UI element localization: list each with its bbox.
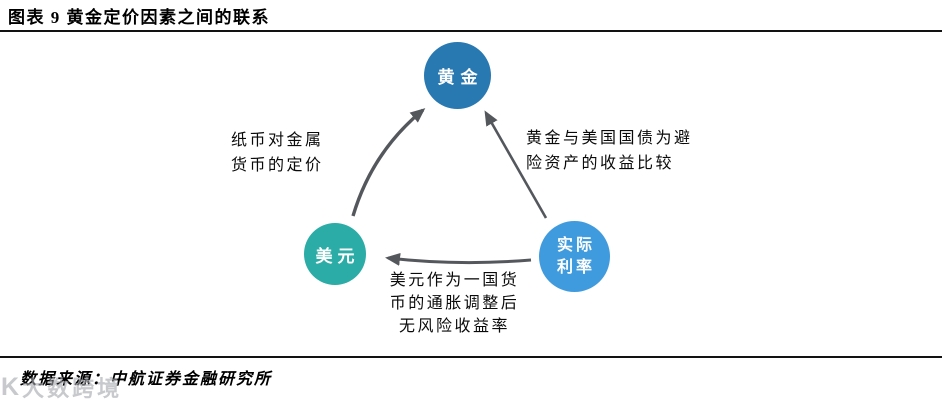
- edge-label-rate-to-usd-line2: 币的通胀调整后: [389, 295, 520, 312]
- node-gold-label: 黄金: [437, 68, 484, 87]
- node-usd-label: 美元: [315, 246, 360, 266]
- arrow-rate-to-gold: [484, 110, 548, 219]
- title-underline-rule: [0, 30, 942, 32]
- edge-label-rate-to-usd: 美元作为一国货 币的通胀调整后 无风险收益率: [352, 269, 557, 338]
- edge-label-usd-to-gold-line2: 货币的定价: [231, 157, 324, 174]
- node-gold: 黄金: [424, 42, 491, 109]
- edge-label-rate-to-gold-line1: 黄金与美国国债为避: [526, 130, 693, 147]
- node-real-rate-label-line1: 实际: [556, 236, 595, 254]
- data-source-text: 数据来源：中航证券金融研究所: [20, 371, 273, 388]
- node-usd: 美元: [304, 223, 366, 285]
- node-real-interest-rate: 实际 利率: [539, 221, 610, 292]
- arrow-usd-to-gold: [351, 108, 426, 217]
- edge-label-usd-to-gold-line1: 纸币对金属: [231, 132, 324, 149]
- arrow-rate-to-usd: [385, 252, 532, 266]
- edge-label-rate-to-gold: 黄金与美国国债为避 险资产的收益比较: [526, 126, 693, 176]
- edge-label-rate-to-gold-line2: 险资产的收益比较: [526, 155, 675, 172]
- edge-label-rate-to-usd-line1: 美元作为一国货: [389, 272, 520, 289]
- edge-label-rate-to-usd-line3: 无风险收益率: [398, 318, 510, 335]
- figure-title: 图表 9 黄金定价因素之间的联系: [8, 8, 270, 27]
- footer-rule: [0, 356, 942, 358]
- node-real-rate-label-line2: 利率: [556, 258, 595, 276]
- edge-label-usd-to-gold: 纸币对金属 货币的定价: [231, 128, 324, 178]
